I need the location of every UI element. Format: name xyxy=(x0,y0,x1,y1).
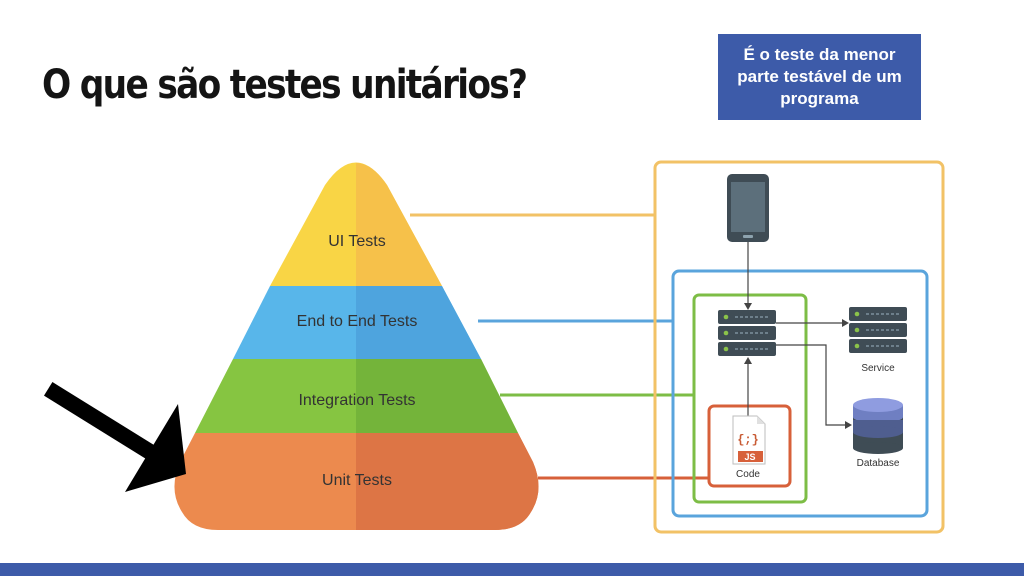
footer-bar xyxy=(0,563,1024,576)
integration-scope-box xyxy=(692,293,808,504)
pyramid-level-unit: Unit Tests xyxy=(174,433,539,530)
e2e-scope-box xyxy=(671,269,929,518)
level-label-unit: Unit Tests xyxy=(322,472,392,489)
pyramid-level-e2e: End to End Tests xyxy=(233,286,481,359)
database-label: Database xyxy=(857,458,900,469)
service-label: Service xyxy=(861,363,895,374)
pointer-arrow-icon xyxy=(43,381,186,492)
level-label-integration: Integration Tests xyxy=(298,392,415,409)
js-file-icon: {;} JS xyxy=(732,415,766,465)
server-icon xyxy=(718,310,776,356)
ui-scope-box xyxy=(653,160,945,534)
unit-scope-box xyxy=(707,404,792,488)
pyramid-level-integration: Integration Tests xyxy=(195,359,518,433)
pyramid-level-ui: UI Tests xyxy=(270,162,442,286)
database-icon xyxy=(853,398,903,454)
code-badge: JS xyxy=(744,452,755,462)
level-label-ui: UI Tests xyxy=(328,233,386,250)
code-glyph: {;} xyxy=(737,433,759,447)
arrow-server-to-database xyxy=(776,344,846,426)
code-label: Code xyxy=(736,469,760,480)
definition-callout: É o teste da menor parte testável de um … xyxy=(718,34,921,120)
mobile-phone-icon xyxy=(727,174,769,242)
service-server-icon xyxy=(849,307,907,353)
page-title: O que são testes unitários? xyxy=(42,62,528,108)
level-label-e2e: End to End Tests xyxy=(297,313,418,330)
